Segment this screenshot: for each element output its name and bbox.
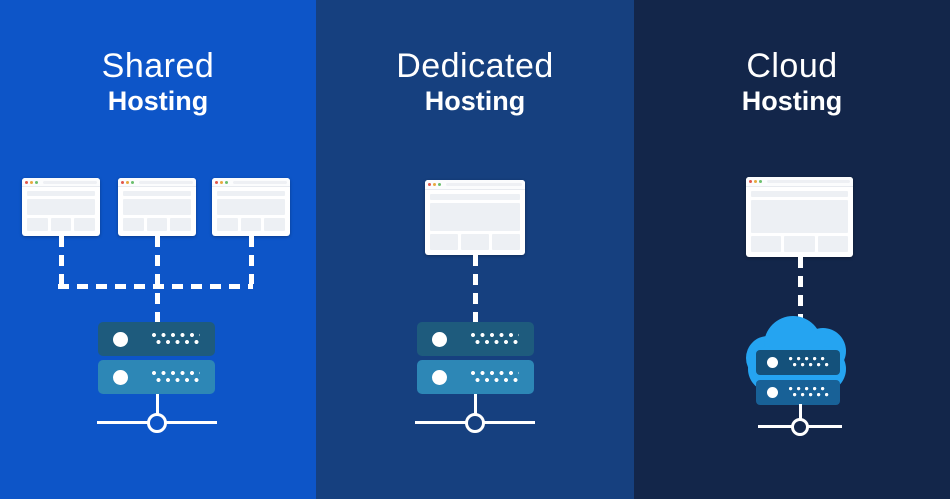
window-close-dot-icon — [749, 180, 752, 183]
content-block — [430, 203, 520, 231]
network-line — [473, 394, 477, 414]
browser-content — [746, 187, 853, 257]
server-vents-icon — [152, 332, 200, 346]
server-vents-icon — [471, 332, 519, 346]
browser-window-icon — [425, 180, 525, 255]
server-led-icon — [432, 369, 447, 385]
panel-title-line1: Cloud — [746, 47, 838, 85]
url-bar — [446, 183, 522, 186]
server-led-icon — [432, 331, 447, 347]
panel-title-line2: Hosting — [424, 86, 526, 117]
network-line — [798, 404, 802, 420]
content-strip — [27, 191, 95, 196]
content-strip — [123, 191, 191, 196]
browser-window-icon — [212, 178, 290, 236]
server-stack-icon — [98, 322, 215, 394]
server-unit — [98, 360, 215, 394]
browser-window-icon — [22, 178, 100, 236]
content-strip — [751, 191, 848, 197]
server-vents-icon — [152, 370, 200, 384]
browser-content — [212, 187, 290, 236]
window-minimize-dot-icon — [220, 180, 223, 184]
server-stack-icon — [417, 322, 534, 394]
window-close-dot-icon — [215, 180, 218, 184]
browser-content — [22, 187, 100, 236]
window-close-dot-icon — [428, 183, 431, 186]
window-minimize-dot-icon — [30, 180, 33, 184]
browser-titlebar — [22, 178, 100, 187]
browser-titlebar — [425, 180, 525, 190]
dashed-connector-line — [797, 257, 803, 318]
window-maximize-dot-icon — [759, 180, 762, 183]
window-maximize-dot-icon — [225, 180, 228, 184]
dashed-connector-line — [154, 236, 160, 322]
server-led-icon — [113, 369, 128, 385]
browser-content — [425, 190, 525, 255]
server-unit — [98, 322, 215, 356]
server-led-icon — [113, 331, 128, 347]
window-close-dot-icon — [121, 180, 124, 184]
window-minimize-dot-icon — [754, 180, 757, 183]
browser-titlebar — [212, 178, 290, 187]
panel-title-line1: Shared — [101, 47, 215, 85]
server-vents-icon — [789, 387, 829, 398]
server-vents-icon — [789, 357, 829, 368]
window-minimize-dot-icon — [126, 180, 129, 184]
server-led-icon — [767, 357, 778, 368]
browser-window-icon — [746, 177, 853, 257]
content-columns — [430, 234, 520, 250]
url-bar — [767, 180, 850, 183]
window-close-dot-icon — [25, 180, 28, 184]
window-maximize-dot-icon — [438, 183, 441, 186]
url-bar — [139, 180, 193, 184]
panel-title-line2: Hosting — [107, 86, 209, 117]
browser-titlebar — [746, 177, 853, 187]
panel-dedicated-hosting: Dedicated Hosting — [316, 0, 634, 499]
content-columns — [27, 218, 96, 231]
panel-title-line1: Dedicated — [396, 47, 554, 85]
content-strip — [217, 191, 285, 196]
panel-title: Cloud Hosting — [634, 46, 950, 117]
content-columns — [123, 218, 192, 231]
server-unit — [417, 322, 534, 356]
panel-cloud-hosting: Cloud Hosting — [634, 0, 950, 499]
panel-title: Dedicated Hosting — [316, 46, 634, 117]
content-block — [751, 200, 848, 233]
network-line — [155, 394, 159, 414]
server-vents-icon — [471, 370, 519, 384]
panel-title-line2: Hosting — [741, 86, 843, 117]
server-unit — [756, 380, 840, 405]
server-unit — [417, 360, 534, 394]
content-block — [27, 199, 95, 215]
browser-window-icon — [118, 178, 196, 236]
content-columns — [217, 218, 286, 231]
content-block — [217, 199, 285, 215]
dashed-connector-line — [58, 284, 253, 289]
dashed-connector-line — [472, 255, 478, 322]
window-minimize-dot-icon — [433, 183, 436, 186]
content-strip — [430, 194, 520, 200]
network-node-icon — [791, 418, 809, 436]
cloud-server-stack-icon — [746, 316, 848, 406]
panel-shared-hosting: Shared Hosting — [0, 0, 316, 499]
server-led-icon — [767, 387, 778, 398]
window-maximize-dot-icon — [131, 180, 134, 184]
network-node-icon — [147, 413, 167, 433]
url-bar — [43, 180, 97, 184]
url-bar — [233, 180, 287, 184]
content-columns — [751, 236, 848, 252]
browser-titlebar — [118, 178, 196, 187]
window-maximize-dot-icon — [35, 180, 38, 184]
content-block — [123, 199, 191, 215]
browser-content — [118, 187, 196, 236]
server-stack-icon — [756, 350, 840, 405]
dashed-connector-line — [248, 236, 254, 284]
panel-title: Shared Hosting — [0, 46, 316, 117]
server-unit — [756, 350, 840, 375]
network-node-icon — [465, 413, 485, 433]
dashed-connector-line — [58, 236, 64, 284]
